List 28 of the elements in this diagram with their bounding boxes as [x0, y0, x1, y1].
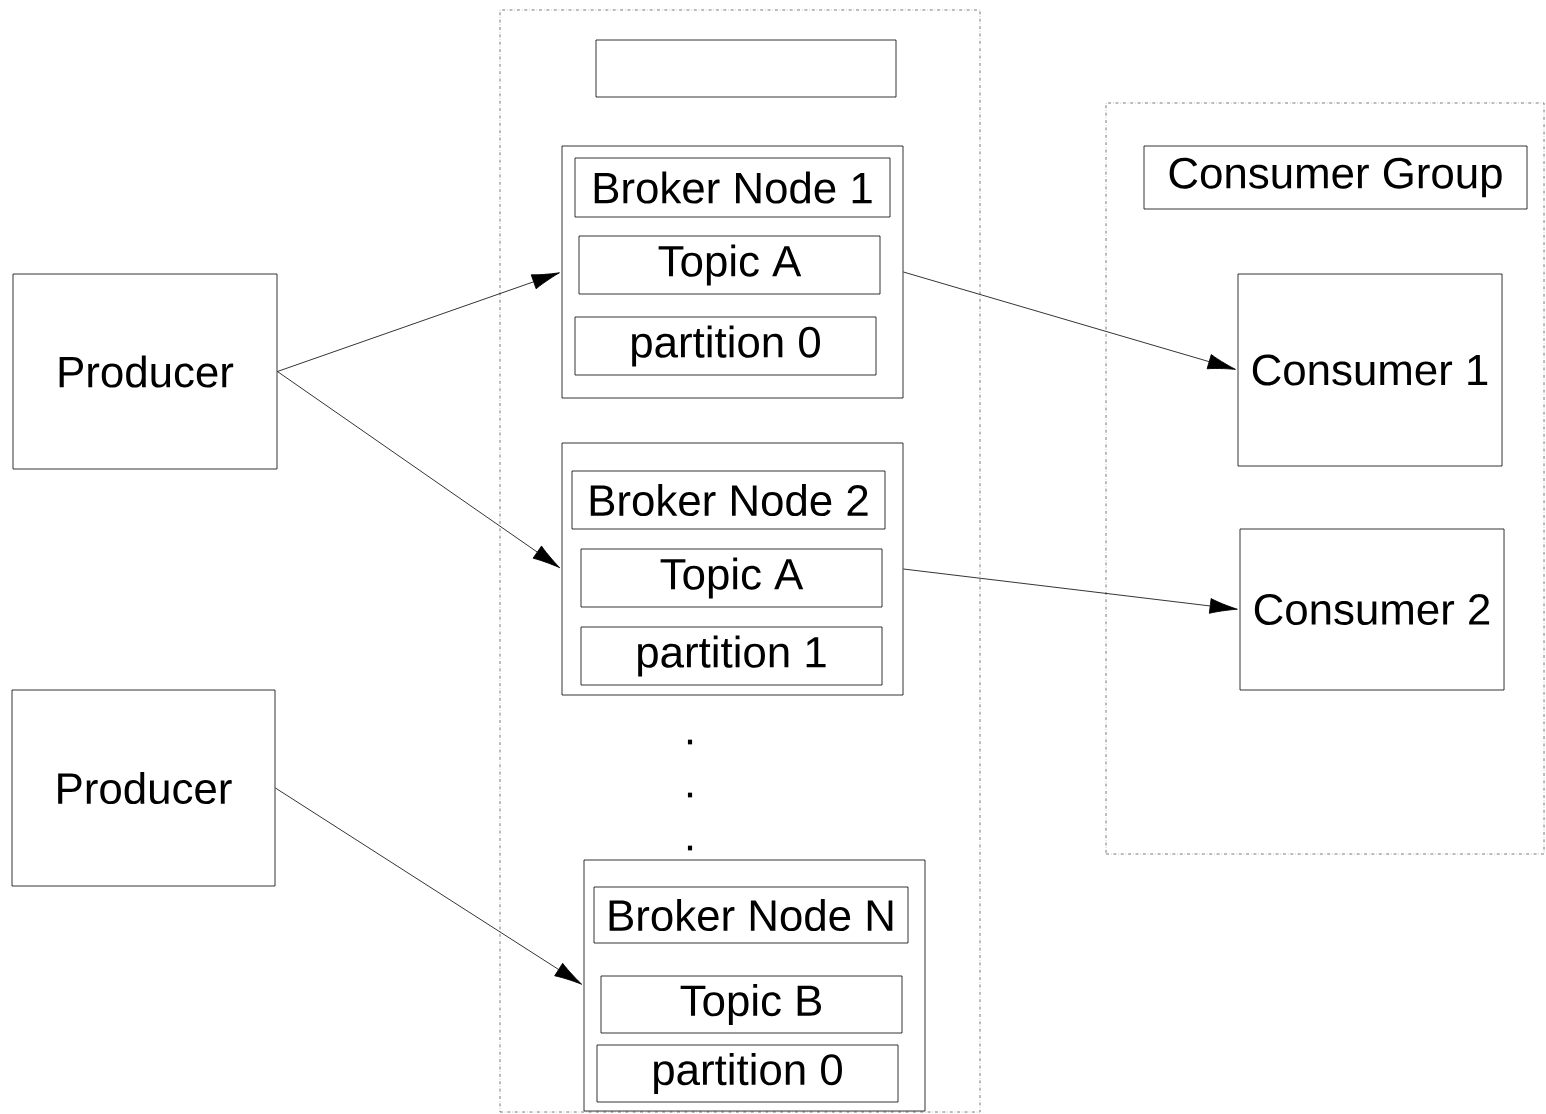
empty-box	[583, 859, 926, 1112]
text-box: Broker Node N	[593, 886, 909, 944]
text-box: Consumer Group	[1143, 145, 1528, 210]
text-box: Producer	[11, 689, 276, 887]
arrow	[277, 272, 560, 372]
ellipsis-dot: .	[687, 845, 693, 851]
ellipsis-dot: .	[687, 739, 693, 745]
text-box: Broker Node 1	[574, 157, 891, 218]
arrow	[903, 271, 1236, 370]
dashed-region	[499, 9, 981, 1113]
text-box: partition 0	[574, 316, 877, 376]
text-box: Topic A	[578, 235, 881, 295]
arrow	[275, 787, 583, 985]
dashed-region	[1105, 102, 1545, 855]
text-box: Consumer 1	[1237, 273, 1503, 467]
text-box: partition 0	[596, 1044, 899, 1103]
text-box: Topic B	[600, 975, 903, 1034]
arrow	[903, 568, 1238, 614]
text-box: Broker Node 2	[571, 470, 886, 530]
empty-box	[561, 442, 904, 696]
arrow	[277, 371, 561, 569]
empty-box	[561, 145, 904, 399]
ellipsis-dot: .	[687, 792, 693, 798]
empty-box	[595, 39, 897, 98]
text-box: Topic A	[580, 548, 883, 608]
text-box: partition 1	[580, 626, 883, 686]
text-box: Producer	[12, 273, 278, 470]
text-box: Consumer 2	[1239, 528, 1505, 691]
